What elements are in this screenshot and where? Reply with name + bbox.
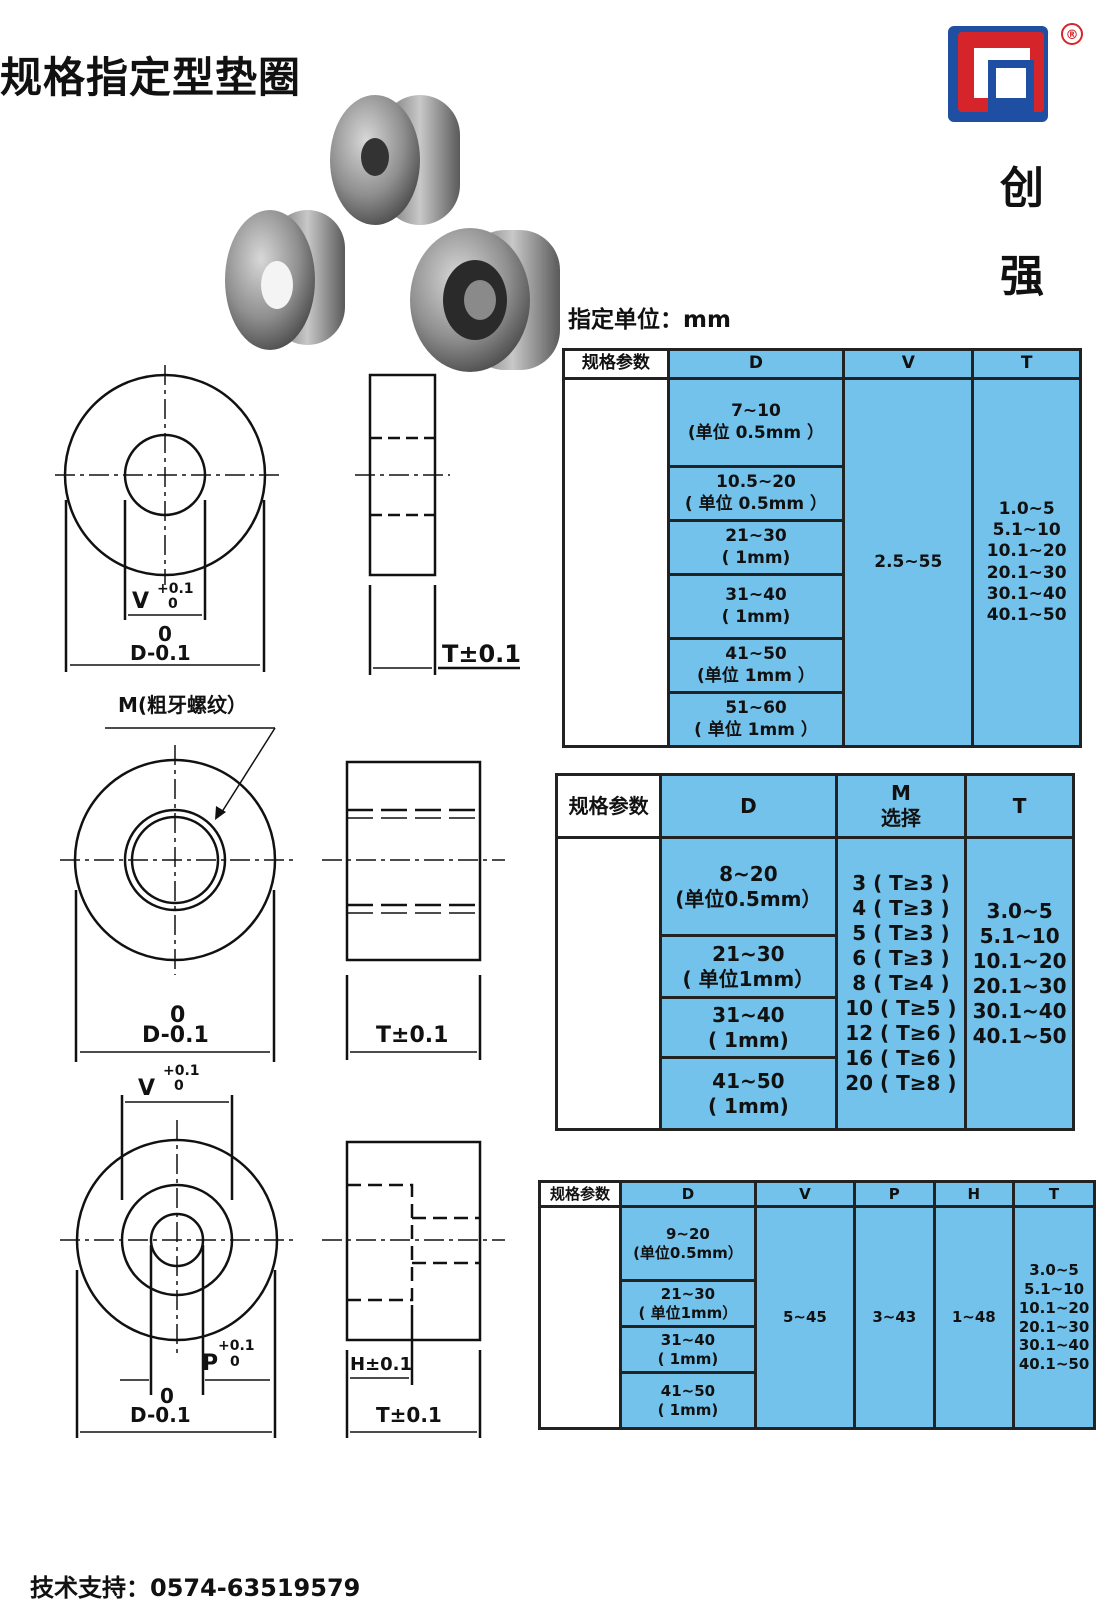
d1-v-tol-upper: +0.1 [157, 581, 194, 597]
d2-t-label: T±0.1 [376, 1023, 448, 1048]
t3-d-row: 21~30( 单位1mm） [619, 1279, 757, 1328]
d2-d-tol: 0 [170, 1003, 185, 1028]
t1-v-value: 2.5~55 [842, 377, 975, 748]
washer-photo [225, 95, 560, 372]
t3-d-row: 31~40( 1mm) [619, 1325, 757, 1374]
t3-p-value: 3~43 [853, 1205, 936, 1430]
d3-p-label: P [202, 1351, 218, 1376]
t2-param-cell [554, 836, 663, 1131]
t1-param-cell [562, 377, 670, 748]
t3-header-d: D [619, 1180, 757, 1208]
t2-d-row: 21~30( 单位1mm） [659, 934, 838, 999]
d3-d-tol: 0 [160, 1384, 174, 1408]
t1-header-param: 规格参数 [562, 348, 670, 380]
d1-v-label: V [132, 589, 149, 614]
t3-header-param: 规格参数 [537, 1180, 623, 1208]
brand-logo: ® [948, 23, 1083, 122]
t3-d-row: 41~50( 1mm) [619, 1371, 757, 1430]
t3-header-p: P [853, 1180, 936, 1208]
page-title: 规格指定型垫圈 [0, 53, 302, 102]
t3-d-row: 9~20(单位0.5mm） [619, 1205, 757, 1282]
registered-mark-icon: ® [1066, 28, 1079, 43]
tech-support-line: 技术支持：0574-63519579 [30, 1574, 361, 1602]
d3-v-label: V [138, 1076, 155, 1101]
t2-m-values: 3 ( T≥3 )4 ( T≥3 )5 ( T≥3 ) 6 ( T≥3 )8 (… [834, 836, 968, 1131]
d3-h-label: H±0.1 [350, 1354, 412, 1375]
t1-d-row: 10.5~20( 单位 0.5mm ） [666, 465, 846, 522]
t1-d-row: 21~30( 1mm) [666, 519, 846, 576]
drawing-threaded-washer: M(粗牙螺纹） 0 D-0.1 T±0.1 [60, 693, 505, 1062]
unit-label: 指定单位：mm [568, 307, 731, 333]
t1-d-row: 41~50(单位 1mm ） [666, 637, 846, 694]
t3-h-value: 1~48 [932, 1205, 1016, 1430]
d1-d-label: D-0.1 [130, 641, 191, 665]
spec-table-stepped: 规格参数 D V P H T 9~20(单位0.5mm） 5~45 3~43 1… [537, 1180, 1096, 1430]
d1-d-tol: 0 [158, 622, 172, 646]
drawing-plain-washer: V +0.1 0 0 D-0.1 T±0.1 [55, 365, 521, 675]
t2-d-row: 8~20(单位0.5mm） [659, 836, 838, 937]
t3-header-h: H [932, 1180, 1016, 1208]
d3-p-tol-upper: +0.1 [218, 1338, 255, 1354]
t3-param-cell [537, 1205, 623, 1430]
t1-header-v: V [842, 348, 975, 380]
t1-header-d: D [666, 348, 846, 380]
t2-header-t: T [964, 773, 1075, 839]
brand-char-2: 强 [1000, 251, 1044, 302]
t3-v-value: 5~45 [753, 1205, 857, 1430]
brand-char-1: 创 [1000, 163, 1044, 214]
t2-d-row: 31~40( 1mm) [659, 996, 838, 1059]
t1-d-row: 31~40( 1mm) [666, 573, 846, 640]
d3-t-label: T±0.1 [376, 1403, 442, 1427]
d3-v-tol-upper: +0.1 [163, 1063, 200, 1079]
t2-header-param: 规格参数 [554, 773, 663, 839]
t1-d-row: 7~10(单位 0.5mm ） [666, 377, 846, 468]
d1-v-tol-lower: 0 [168, 596, 178, 612]
d2-d-label: D-0.1 [142, 1023, 209, 1048]
t3-header-t: T [1012, 1180, 1096, 1208]
drawing-stepped-washer: V +0.1 0 P +0.1 0 0 D-0.1 H±0.1 T±0.1 [60, 1063, 505, 1438]
d1-t-label: T±0.1 [442, 640, 521, 668]
t2-d-row: 41~50( 1mm) [659, 1056, 838, 1131]
d3-p-tol-lower: 0 [230, 1354, 240, 1370]
t3-header-v: V [753, 1180, 857, 1208]
d3-d-label: D-0.1 [130, 1403, 191, 1427]
d3-v-tol-lower: 0 [174, 1078, 184, 1094]
d2-m-label: M(粗牙螺纹） [118, 693, 247, 717]
t1-d-row: 51~60( 单位 1mm ） [666, 691, 846, 748]
t1-header-t: T [971, 348, 1082, 380]
t2-header-d: D [659, 773, 838, 839]
